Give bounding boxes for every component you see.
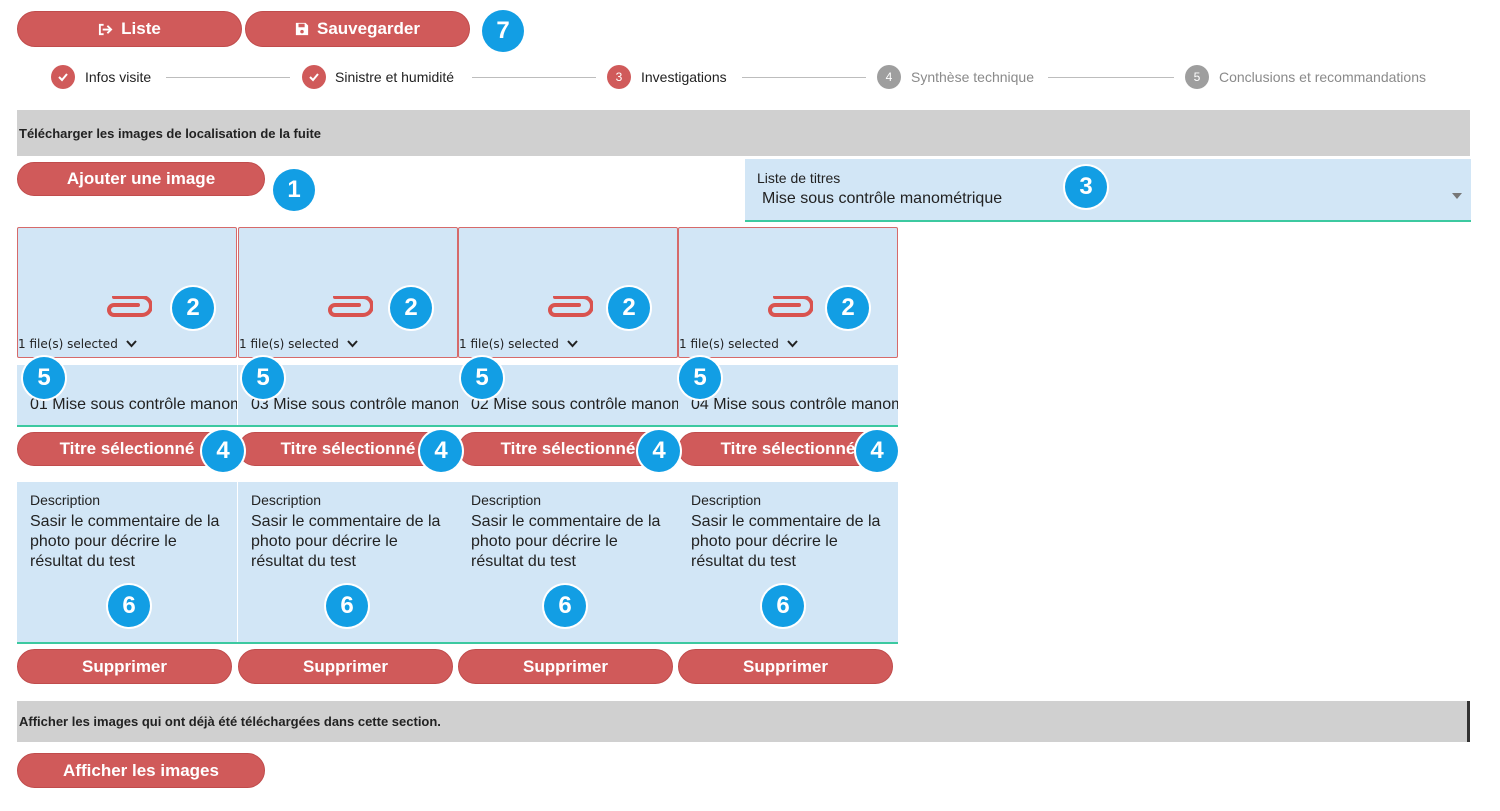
delete-button-label: Supprimer bbox=[522, 656, 609, 676]
title-field[interactable]: 01 Mise sous contrôle manométrique bbox=[17, 365, 237, 425]
add-image-button[interactable]: Ajouter une image bbox=[17, 162, 265, 196]
file-selected-text: 1 file(s) selected bbox=[679, 337, 779, 351]
select-title-button-label: Titre sélectionné bbox=[280, 439, 416, 458]
title-row-underline bbox=[17, 425, 898, 427]
callout-badge-title-field: 5 bbox=[679, 357, 721, 399]
save-button[interactable]: Sauvegarder bbox=[245, 11, 470, 47]
callout-badge-upload: 2 bbox=[608, 287, 650, 329]
delete-button-label: Supprimer bbox=[742, 656, 829, 676]
select-title-button-label: Titre sélectionné bbox=[720, 439, 856, 458]
step-5-label[interactable]: Conclusions et recommandations bbox=[1219, 69, 1426, 85]
sign-in-icon bbox=[98, 22, 113, 37]
show-images-button-label: Afficher les images bbox=[63, 760, 219, 780]
select-title-button-label: Titre sélectionné bbox=[59, 439, 195, 458]
description-text: Sasir le commentaire de la photo pour dé… bbox=[30, 513, 220, 570]
callout-badge-title-field: 5 bbox=[242, 357, 284, 399]
step-2-done-icon[interactable] bbox=[302, 65, 326, 89]
callout-badge-description: 6 bbox=[762, 585, 804, 627]
title-list-value: Mise sous contrôle manométrique bbox=[762, 190, 1003, 207]
file-upload-box[interactable]: 1 file(s) selected bbox=[458, 227, 678, 358]
callout-badge-upload: 2 bbox=[827, 287, 869, 329]
step-connector bbox=[1048, 77, 1174, 78]
delete-button[interactable]: Supprimer bbox=[678, 649, 893, 684]
description-label: Description bbox=[251, 492, 322, 508]
step-4-label[interactable]: Synthèse technique bbox=[911, 69, 1034, 85]
step-connector bbox=[472, 77, 596, 78]
upload-section-heading: Télécharger les images de localisation d… bbox=[17, 110, 1470, 156]
list-button-label: Liste bbox=[121, 19, 161, 38]
callout-badge-title-field: 5 bbox=[461, 357, 503, 399]
step-1-label[interactable]: Infos visite bbox=[85, 69, 152, 85]
show-images-button[interactable]: Afficher les images bbox=[17, 753, 265, 788]
list-button[interactable]: Liste bbox=[17, 11, 242, 47]
callout-badge-title-list: 3 bbox=[1065, 166, 1107, 208]
step-connector bbox=[742, 77, 866, 78]
file-selected-status[interactable]: 1 file(s) selected bbox=[679, 337, 798, 351]
callout-badge-title-button: 4 bbox=[638, 430, 680, 472]
paperclip-icon bbox=[323, 295, 374, 327]
callout-badge-upload: 2 bbox=[390, 287, 432, 329]
title-field-value: 02 Mise sous contrôle manométrique bbox=[471, 396, 678, 413]
callout-badge-title-field: 5 bbox=[23, 357, 65, 399]
select-title-button-label: Titre sélectionné bbox=[500, 439, 636, 458]
existing-images-heading: Afficher les images qui ont déjà été tél… bbox=[17, 701, 1470, 742]
title-list-label: Liste de titres bbox=[757, 170, 841, 186]
file-selected-text: 1 file(s) selected bbox=[18, 337, 118, 351]
delete-button[interactable]: Supprimer bbox=[17, 649, 232, 684]
callout-badge-title-button: 4 bbox=[420, 430, 462, 472]
paperclip-icon bbox=[763, 295, 814, 327]
description-label: Description bbox=[691, 492, 762, 508]
step-3-number[interactable]: 3 bbox=[607, 65, 631, 89]
delete-button-label: Supprimer bbox=[302, 656, 389, 676]
title-field-value: 04 Mise sous contrôle manométrique bbox=[691, 396, 898, 413]
caret-down-icon[interactable] bbox=[1452, 186, 1462, 204]
callout-badge-add-image: 1 bbox=[273, 169, 315, 211]
description-text: Sasir le commentaire de la photo pour dé… bbox=[691, 513, 881, 570]
paperclip-icon bbox=[102, 295, 153, 327]
callout-badge-title-button: 4 bbox=[202, 430, 244, 472]
title-field-value: 03 Mise sous contrôle manométrique bbox=[251, 396, 458, 413]
description-field[interactable]: Description Sasir le commentaire de la p… bbox=[458, 482, 678, 642]
paperclip-icon bbox=[543, 295, 594, 327]
description-label: Description bbox=[30, 492, 101, 508]
step-3-label[interactable]: Investigations bbox=[641, 69, 727, 85]
title-field-value: 01 Mise sous contrôle manométrique bbox=[30, 396, 237, 413]
select-title-button[interactable]: Titre sélectionné bbox=[17, 432, 237, 466]
step-4-number[interactable]: 4 bbox=[877, 65, 901, 89]
delete-button[interactable]: Supprimer bbox=[458, 649, 673, 684]
file-selected-text: 1 file(s) selected bbox=[459, 337, 559, 351]
title-field[interactable]: 04 Mise sous contrôle manométrique bbox=[678, 365, 898, 425]
description-text: Sasir le commentaire de la photo pour dé… bbox=[471, 513, 661, 570]
chevron-down-icon bbox=[125, 340, 137, 348]
description-row-underline bbox=[17, 642, 898, 644]
callout-badge-upload: 2 bbox=[172, 287, 214, 329]
add-image-button-label: Ajouter une image bbox=[66, 169, 216, 188]
upload-section-heading-text: Télécharger les images de localisation d… bbox=[19, 125, 322, 141]
step-5-number[interactable]: 5 bbox=[1185, 65, 1209, 89]
floppy-disk-icon bbox=[295, 22, 309, 36]
save-button-label: Sauvegarder bbox=[317, 19, 420, 38]
step-1-done-icon[interactable] bbox=[51, 65, 75, 89]
delete-button[interactable]: Supprimer bbox=[238, 649, 453, 684]
title-list-select[interactable]: Liste de titres Mise sous contrôle manom… bbox=[745, 159, 1471, 222]
description-label: Description bbox=[471, 492, 542, 508]
file-selected-status[interactable]: 1 file(s) selected bbox=[18, 337, 137, 351]
file-selected-text: 1 file(s) selected bbox=[239, 337, 339, 351]
chevron-down-icon bbox=[346, 340, 358, 348]
step-2-label[interactable]: Sinistre et humidité bbox=[335, 69, 455, 85]
file-selected-status[interactable]: 1 file(s) selected bbox=[239, 337, 358, 351]
callout-badge-title-button: 4 bbox=[856, 430, 898, 472]
description-text: Sasir le commentaire de la photo pour dé… bbox=[251, 513, 441, 570]
existing-images-heading-text: Afficher les images qui ont déjà été tél… bbox=[19, 714, 441, 729]
file-selected-status[interactable]: 1 file(s) selected bbox=[459, 337, 578, 351]
delete-button-label: Supprimer bbox=[81, 656, 168, 676]
callout-badge-save: 7 bbox=[482, 10, 524, 52]
callout-badge-description: 6 bbox=[108, 585, 150, 627]
step-connector bbox=[166, 77, 290, 78]
file-upload-box[interactable]: 1 file(s) selected bbox=[678, 227, 898, 358]
callout-badge-description: 6 bbox=[544, 585, 586, 627]
chevron-down-icon bbox=[786, 340, 798, 348]
chevron-down-icon bbox=[566, 340, 578, 348]
callout-badge-description: 6 bbox=[326, 585, 368, 627]
